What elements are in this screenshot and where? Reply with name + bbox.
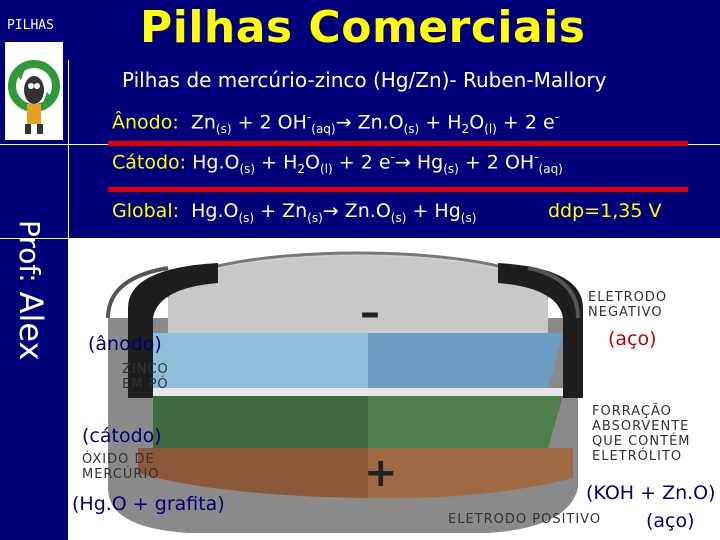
eq-sub: (s) xyxy=(215,122,232,137)
eq-term: Hg.O xyxy=(192,151,240,174)
eq-sub: (s) xyxy=(239,162,256,177)
eq-term: + Hg xyxy=(406,200,461,222)
cathode-label: Cátodo: xyxy=(112,151,187,174)
eq-sup: - xyxy=(554,110,560,124)
negative-sign: – xyxy=(360,290,380,336)
eq-sub: (s) xyxy=(390,210,407,225)
eq-term: + Zn xyxy=(254,200,308,222)
author-name: Alex xyxy=(12,291,50,361)
global-label: Global: xyxy=(112,200,180,222)
page-title: Pilhas Comerciais xyxy=(140,2,586,53)
subtitle: Pilhas de mercúrio-zinco (Hg/Zn)- Ruben-… xyxy=(122,68,607,92)
eq-sub: (s) xyxy=(460,210,477,225)
eq-term: + 2 OH xyxy=(458,151,535,174)
caption-line: ABSORVENTE xyxy=(592,419,690,434)
caption-line: QUE CONTÉM xyxy=(592,434,691,449)
arrow-icon: → xyxy=(322,200,339,222)
battery-figure: (ânodo) ZINCO EM PÓ (cátodo) ÓXIDO DE ME… xyxy=(68,238,720,540)
positive-electrode-caption: ELETRODO POSITIVO xyxy=(448,512,602,527)
positive-electrode-material: (aço) xyxy=(646,510,695,532)
cathode-annotation: (cátodo) xyxy=(82,425,162,447)
corner-label: PILHAS xyxy=(7,18,54,33)
eq-term: Hg xyxy=(410,151,444,174)
caption-line: ELETRÓLITO xyxy=(592,449,683,464)
divider-vertical xyxy=(68,60,69,240)
eq-term: Zn.O xyxy=(351,111,404,134)
eq-term: + H xyxy=(419,111,462,134)
eq-term: + 2 e xyxy=(496,111,555,134)
caption-line: ÓXIDO DE xyxy=(82,452,155,467)
caption-line: ELETRODO xyxy=(588,290,668,305)
author-prefix: Prof: xyxy=(13,220,46,283)
eq-term: O xyxy=(469,111,485,134)
global-equation: Global: Hg.O(s) + Zn(s)→ Zn.O(s) + Hg(s) xyxy=(112,200,476,225)
anode-label: Ânodo: xyxy=(112,111,179,134)
caption-line: NEGATIVO xyxy=(588,305,663,320)
positive-sign: + xyxy=(364,450,398,496)
recycle-logo-icon xyxy=(5,42,63,140)
ddp-value: ddp=1,35 V xyxy=(548,200,662,222)
eq-term: O xyxy=(305,151,320,174)
rule-2 xyxy=(108,187,688,192)
eq-sub: (aq) xyxy=(538,162,563,177)
eq-sub: 2 xyxy=(297,162,306,177)
anode-annotation: (ânodo) xyxy=(88,333,162,355)
eq-term: + 2 OH xyxy=(231,111,307,134)
negative-electrode-caption: ELETRODO NEGATIVO xyxy=(588,290,667,320)
caption-line: FORRAÇÃO xyxy=(592,404,672,419)
lining-caption: FORRAÇÃO ABSORVENTE QUE CONTÉM ELETRÓLIT… xyxy=(592,404,691,464)
arrow-icon: → xyxy=(335,111,352,134)
negative-electrode-material: (aço) xyxy=(608,328,657,350)
zinc-caption: ZINCO EM PÓ xyxy=(122,362,169,392)
caption-line: ZINCO xyxy=(122,362,169,377)
oxide-caption: ÓXIDO DE MERCÚRIO xyxy=(82,452,160,482)
eq-sub: (l) xyxy=(320,162,333,177)
rule-1 xyxy=(108,141,688,146)
eq-term: Zn.O xyxy=(338,200,391,222)
eq-sub: (aq) xyxy=(311,122,336,137)
electrolyte-composition: (KOH + Zn.O) xyxy=(586,482,716,504)
cathode-equation: Cátodo: Hg.O(s) + H2O(l) + 2 e-→ Hg(s) +… xyxy=(112,150,563,176)
cathode-composition: (Hg.O + grafita) xyxy=(72,493,225,515)
eq-sub: (l) xyxy=(484,122,497,137)
eq-sup: - xyxy=(306,110,312,124)
battery-cross-section xyxy=(68,238,720,540)
eq-sub: (s) xyxy=(443,162,459,177)
arrow-icon: → xyxy=(394,151,411,174)
caption-line: MERCÚRIO xyxy=(82,467,160,482)
eq-sub: 2 xyxy=(461,122,470,137)
eq-term: + H xyxy=(255,151,298,174)
eq-term: Zn xyxy=(190,111,216,134)
eq-term: Hg.O xyxy=(191,200,239,222)
caption-line: EM PÓ xyxy=(122,377,169,392)
author-label: Prof: Alex xyxy=(12,220,50,360)
eq-sub: (s) xyxy=(403,122,420,137)
eq-sup: - xyxy=(390,150,395,164)
eq-sup: - xyxy=(534,150,539,164)
eq-term: + 2 e xyxy=(332,151,391,174)
anode-equation: Ânodo: Zn(s) + 2 OH-(aq)→ Zn.O(s) + H2O(… xyxy=(112,110,559,136)
eq-sub: (s) xyxy=(238,210,255,225)
eq-sub: (s) xyxy=(307,210,323,225)
